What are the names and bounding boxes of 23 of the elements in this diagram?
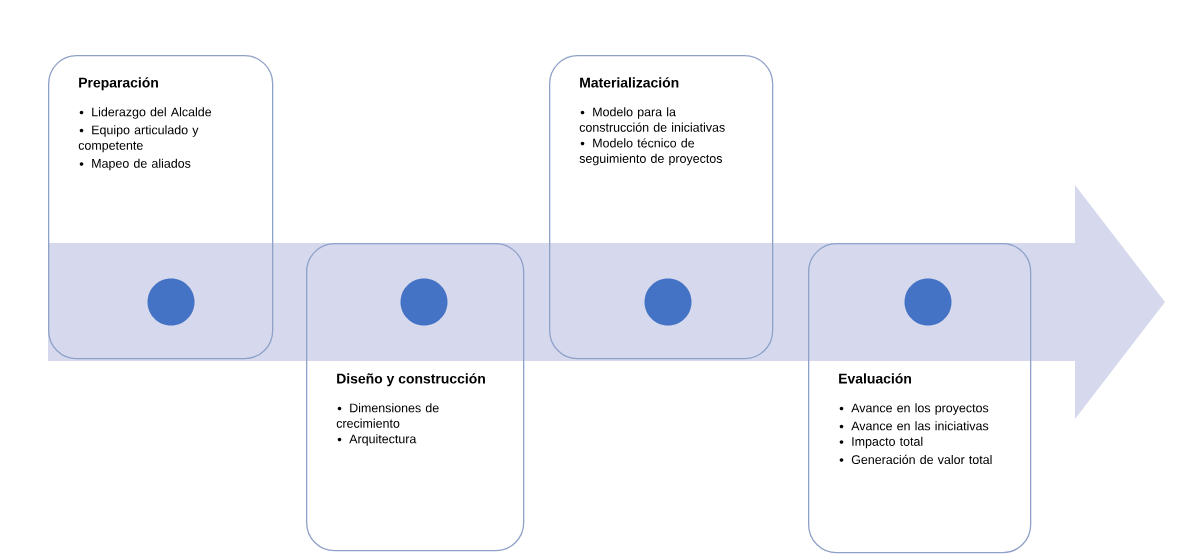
stage-card — [808, 243, 1032, 554]
stage-heading: Diseño y construcción — [337, 373, 485, 387]
stage-card — [549, 55, 774, 360]
bullet-item: Equipo articulado y competente — [78, 125, 199, 153]
stage-card — [306, 243, 525, 552]
dot — [400, 278, 448, 326]
dot — [644, 278, 692, 326]
bullet-item: Modelo para la construcción de iniciativas — [579, 107, 725, 132]
bullet-item: Mapeo de aliados — [79, 158, 191, 171]
bullet-item: Arquitectura — [337, 434, 417, 446]
bullet-item: Modelo técnico de seguimiento de proyectos — [579, 138, 722, 166]
stage-heading: Evaluación — [839, 373, 911, 384]
bullet-item: Liderazgo del Alcalde — [79, 107, 212, 119]
dot — [904, 278, 952, 326]
bullet-item: Avance en las iniciativas — [839, 421, 989, 431]
bullet-item: Generación de valor total — [839, 454, 992, 465]
bullet-item: Dimensiones de crecimiento — [336, 403, 439, 428]
dot — [147, 278, 195, 326]
bullet-item: Avance en los proyectos — [839, 403, 989, 415]
stage-card — [48, 55, 274, 360]
bullet-item: Impacto total — [839, 436, 923, 449]
stage-heading: Preparación — [79, 77, 158, 91]
stage-heading: Materialización — [580, 77, 679, 88]
